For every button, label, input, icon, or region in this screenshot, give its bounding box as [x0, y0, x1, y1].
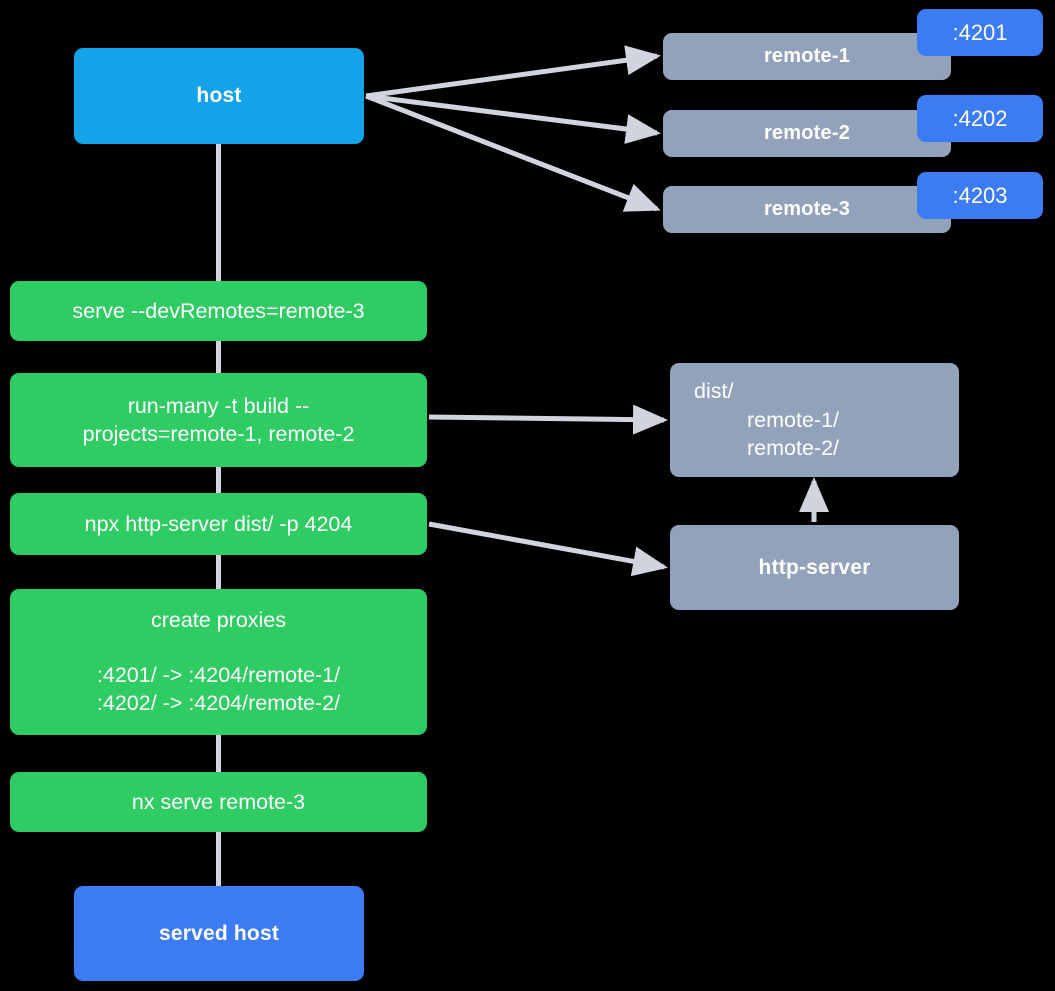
node-remote-2-label: remote-2	[763, 122, 851, 145]
edge-host-to-remote-3	[365, 93, 661, 212]
edge-host-to-remote-2	[365, 93, 661, 144]
node-npx-http-server-label: npx http-server dist/ -p 4204	[84, 511, 353, 536]
node-npx-http-server[interactable]: npx http-server dist/ -p 4204	[10, 493, 427, 555]
node-remote-1[interactable]: remote-1	[663, 33, 951, 80]
node-remote-2[interactable]: remote-2	[663, 110, 951, 157]
node-remote-3-label: remote-3	[763, 198, 851, 221]
badge-remote-1-port[interactable]: :4201	[917, 9, 1043, 56]
node-remote-3[interactable]: remote-3	[663, 186, 951, 233]
node-remote-1-label: remote-1	[763, 45, 851, 68]
node-http-server-label: http-server	[758, 555, 871, 579]
edge-host-to-remote-1	[365, 45, 661, 99]
node-http-server[interactable]: http-server	[670, 525, 959, 610]
node-create-proxies-mapping-2: :4202/ -> :4204/remote-2/	[96, 691, 341, 716]
node-run-many-line-1: run-many -t build --	[127, 393, 310, 418]
node-nx-serve-remote-3-label: nx serve remote-3	[131, 789, 306, 814]
node-serve-devremotes[interactable]: serve --devRemotes=remote-3	[10, 281, 427, 341]
edge-npx-to-httpserver	[428, 521, 668, 577]
badge-remote-2-port-label: :4202	[952, 105, 1008, 131]
node-host[interactable]: host	[74, 48, 364, 144]
badge-remote-2-port[interactable]: :4202	[917, 95, 1043, 142]
node-dist-line-1: dist/	[694, 379, 734, 404]
node-served-host[interactable]: served host	[74, 886, 364, 981]
node-served-host-label: served host	[158, 921, 280, 945]
node-dist[interactable]: dist/ remote-1/ remote-2/	[670, 363, 959, 477]
badge-remote-3-port[interactable]: :4203	[917, 172, 1043, 219]
node-dist-line-2: remote-1/	[747, 407, 840, 432]
node-run-many[interactable]: run-many -t build -- projects=remote-1, …	[10, 373, 427, 467]
node-serve-devremotes-label: serve --devRemotes=remote-3	[72, 298, 365, 323]
node-create-proxies[interactable]: create proxies :4201/ -> :4204/remote-1/…	[10, 589, 427, 735]
badge-remote-3-port-label: :4203	[952, 182, 1008, 208]
node-nx-serve-remote-3[interactable]: nx serve remote-3	[10, 772, 427, 832]
node-create-proxies-mapping-1: :4201/ -> :4204/remote-1/	[96, 662, 341, 687]
node-run-many-line-2: projects=remote-1, remote-2	[82, 422, 355, 446]
node-host-label: host	[196, 84, 242, 108]
badge-remote-1-port-label: :4201	[952, 19, 1008, 45]
edge-runmany-to-dist	[428, 404, 668, 435]
node-create-proxies-title: create proxies	[150, 608, 287, 633]
node-dist-line-3: remote-2/	[747, 436, 840, 461]
